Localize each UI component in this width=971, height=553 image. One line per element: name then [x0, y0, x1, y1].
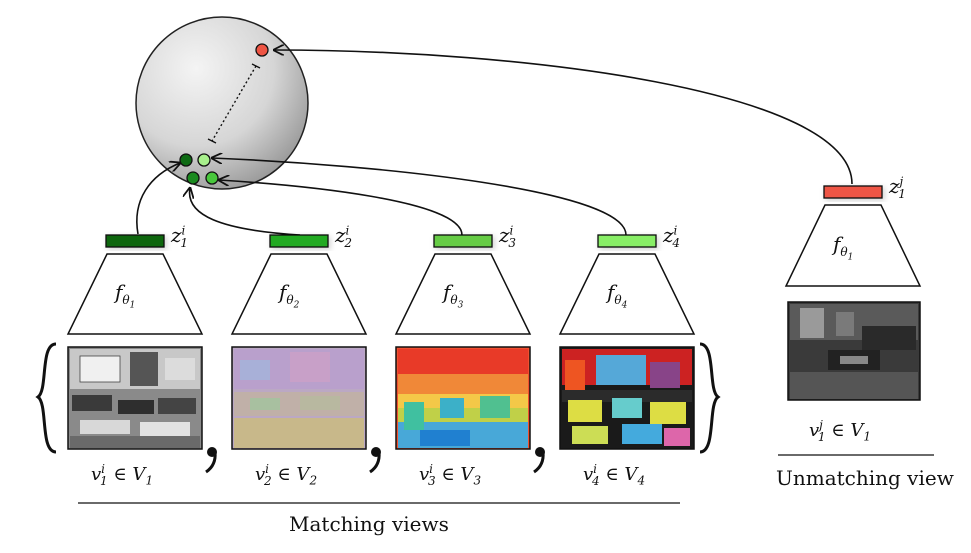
view-3-encoder-trapezoid: [394, 253, 532, 335]
unmatching-encoder-label: fθ1: [833, 231, 854, 262]
view-1-code-bar: [105, 234, 165, 248]
view-2-encoder-label: fθ2: [279, 280, 300, 311]
view-4-embedding-label: zi4: [663, 223, 681, 250]
view-3-embedding-label: zi3: [499, 223, 517, 250]
view-3-encoder-label: fθ3: [443, 280, 464, 311]
distance-cap-bottom: [207, 138, 217, 144]
comma-separators: [205, 447, 545, 474]
arrow-z4: [212, 158, 627, 236]
embedding-point-match-1: [179, 153, 193, 167]
arrow-unmatching: [274, 50, 853, 185]
embedding-points: [179, 43, 269, 185]
view-image-depth: [395, 346, 531, 450]
arrow-z1: [136, 163, 180, 235]
view-4-code-bar: [597, 234, 657, 248]
encoder-group: [66, 185, 922, 335]
view-image-rgb: [67, 346, 203, 450]
embedding-point-unmatching: [255, 43, 269, 57]
unmatching-encoder-trapezoid: [784, 204, 922, 287]
embedding-point-match-3: [186, 171, 200, 185]
unmatching-embedding-label: zj1: [889, 174, 906, 201]
embedding-point-match-2: [197, 153, 211, 167]
arrow-z2: [190, 188, 301, 236]
view-3-view-label: vi3 ∈ V3: [419, 462, 482, 488]
view-2-code-bar: [269, 234, 329, 248]
view-image-segmentation: [559, 346, 695, 450]
left-brace: [35, 342, 57, 454]
unmatching-code-bar: [823, 185, 883, 199]
view-image-normals: [231, 346, 367, 450]
view-4-encoder-trapezoid: [558, 253, 696, 335]
arrow-z3: [219, 180, 463, 236]
view-1-encoder-label: fθ1: [115, 280, 136, 311]
distance-line: [211, 65, 257, 142]
embedding-point-match-4: [205, 171, 219, 185]
view-1-view-label: vi1 ∈ V1: [91, 462, 154, 488]
view-image-unmatching: [787, 301, 921, 401]
view-2-encoder-trapezoid: [230, 253, 368, 335]
unmatching-view-label: vj1 ∈ V1: [809, 418, 871, 444]
view-1-encoder-trapezoid: [66, 253, 204, 335]
view-2-embedding-label: zi2: [335, 223, 353, 250]
embedding-sphere: [135, 16, 309, 190]
right-brace: [699, 342, 721, 454]
view-1-embedding-label: zi1: [171, 223, 189, 250]
unmatching-caption: Unmatching view: [776, 466, 954, 490]
view-3-code-bar: [433, 234, 493, 248]
view-2-view-label: vi2 ∈ V2: [255, 462, 318, 488]
view-4-view-label: vi4 ∈ V4: [583, 462, 646, 488]
matching-caption: Matching views: [289, 512, 449, 536]
distance-cap-top: [251, 63, 261, 69]
view-4-encoder-label: fθ4: [607, 280, 628, 311]
